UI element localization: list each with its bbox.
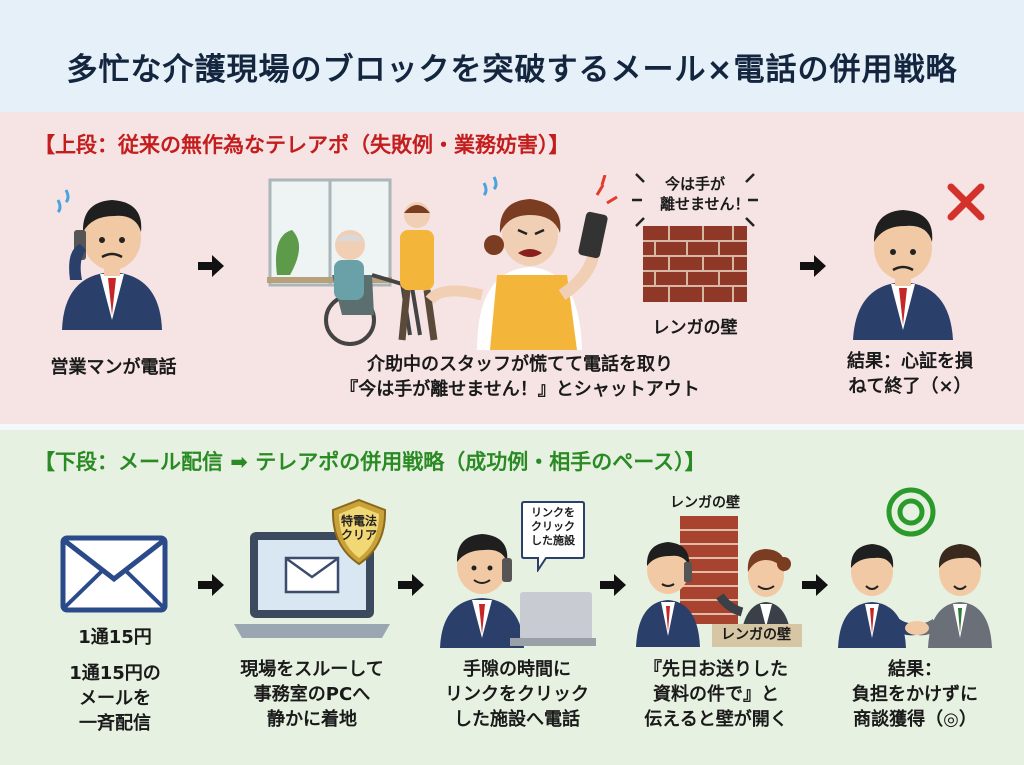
step2-line-2: 事務室のPCへ <box>253 683 371 705</box>
bubble-line-1: 今は手が <box>664 175 725 193</box>
envelope-icon <box>60 535 168 613</box>
step1-line-3: 一斉配信 <box>79 712 151 734</box>
salesman-calling-icon <box>56 189 162 330</box>
bottom-panel <box>0 430 1024 765</box>
sad-salesman-icon <box>853 210 953 340</box>
step2-caption-line-1: 介助中のスタッフが慌てて電話を取り <box>367 354 673 375</box>
bottom-step1-caption: 1通15円の メールを 一斉配信 <box>40 662 190 736</box>
top-result-caption: 結果：心証を損 ねて終了（×） <box>820 350 1000 400</box>
arrow-right-icon <box>198 574 224 596</box>
bottom-step3-caption: 手隙の時間に リンクをクリック した施設へ電話 <box>422 658 612 732</box>
top-panel <box>0 112 1024 424</box>
result-line-2: 負担をかけずに <box>852 683 978 705</box>
speech-bubble-text: 今は手が 離せません！ <box>660 175 750 214</box>
shield-line-2: クリア <box>340 528 377 543</box>
bubble2-line-3: した施設 <box>531 533 575 547</box>
brick-wall-icon <box>643 226 747 302</box>
double-circle-icon <box>886 487 936 537</box>
bubble2-line-2: クリック <box>531 519 575 533</box>
speech-bubble-text: リンクを クリック した施設 <box>520 506 586 547</box>
arrow-right-icon <box>800 255 826 277</box>
arrow-right-icon <box>802 574 828 596</box>
step1-line-2: メールを <box>79 687 151 709</box>
salesman-laptop-calling-icon <box>440 534 596 648</box>
top-section-heading: 【上段：従来の無作為なテレアポ（失敗例・業務妨害）】 <box>34 133 570 157</box>
wall-opening-illustration <box>636 516 802 647</box>
wall-label-bottom: レンガの壁 <box>721 627 791 643</box>
step2-caption-line-2: 『今は手が離せません！』とシャットアウト <box>340 378 700 400</box>
step2-line-3: 静かに着地 <box>267 708 357 730</box>
bubble2-line-1: リンクを <box>531 506 575 519</box>
result-line-1: 結果：心証を損 <box>847 351 973 372</box>
arrow-right-icon <box>600 574 626 596</box>
speech-bubble-frame <box>521 501 585 572</box>
page-title: 多忙な介護現場のブロックを突破するメール×電話の併用戦略 <box>66 52 958 88</box>
shield-badge-text: 特電法 クリア <box>330 514 388 543</box>
bottom-result-caption: 結果： 負担をかけずに 商談獲得（◎） <box>820 658 1010 732</box>
arrow-right-icon <box>398 574 424 596</box>
step2-line-1: 現場をスルーして <box>240 659 384 680</box>
step3-line-3: した施設へ電話 <box>454 708 580 730</box>
result-line-3: 商談獲得（◎） <box>853 708 977 730</box>
step4-line-2: 資料の件で』と <box>653 683 779 705</box>
step4-line-3: 伝えると壁が開く <box>644 708 788 730</box>
wall-label-top: レンガの壁 <box>670 495 740 511</box>
bubble-line-2: 離せません！ <box>660 194 750 213</box>
result-line-1: 結果： <box>888 659 942 680</box>
bottom-section-heading: 【下段：メール配信 ➡ テレアポの併用戦略（成功例・相手のペース）】 <box>34 450 706 474</box>
handshake-illustration <box>838 544 992 648</box>
top-step2-caption: 介助中のスタッフが慌てて電話を取り 『今は手が離せません！』とシャットアウト <box>300 353 740 403</box>
title-band <box>0 0 1024 112</box>
bottom-step4-caption: 『先日お送りした 資料の件で』と 伝えると壁が開く <box>616 658 816 732</box>
cross-mark-icon <box>947 183 985 221</box>
step4-line-1: 『先日お送りした <box>644 659 788 680</box>
shield-line-1: 特電法 <box>340 514 377 528</box>
speech-bubble-frame <box>632 173 758 227</box>
wall-label: レンガの壁 <box>652 318 738 338</box>
price-label: 1通15円 <box>78 627 152 648</box>
step3-line-2: リンクをクリック <box>445 683 589 705</box>
top-step1-caption: 営業マンが電話 <box>50 357 177 378</box>
arrow-right-icon <box>198 255 224 277</box>
shield-badge-icon <box>331 498 387 566</box>
step1-line-1: 1通15円の <box>69 663 161 684</box>
bottom-step2-caption: 現場をスルーして 事務室のPCへ 静かに着地 <box>212 658 412 732</box>
step3-line-1: 手隙の時間に <box>463 659 571 680</box>
care-scene-illustration <box>267 175 618 350</box>
result-line-2: ねて終了（×） <box>848 375 972 397</box>
